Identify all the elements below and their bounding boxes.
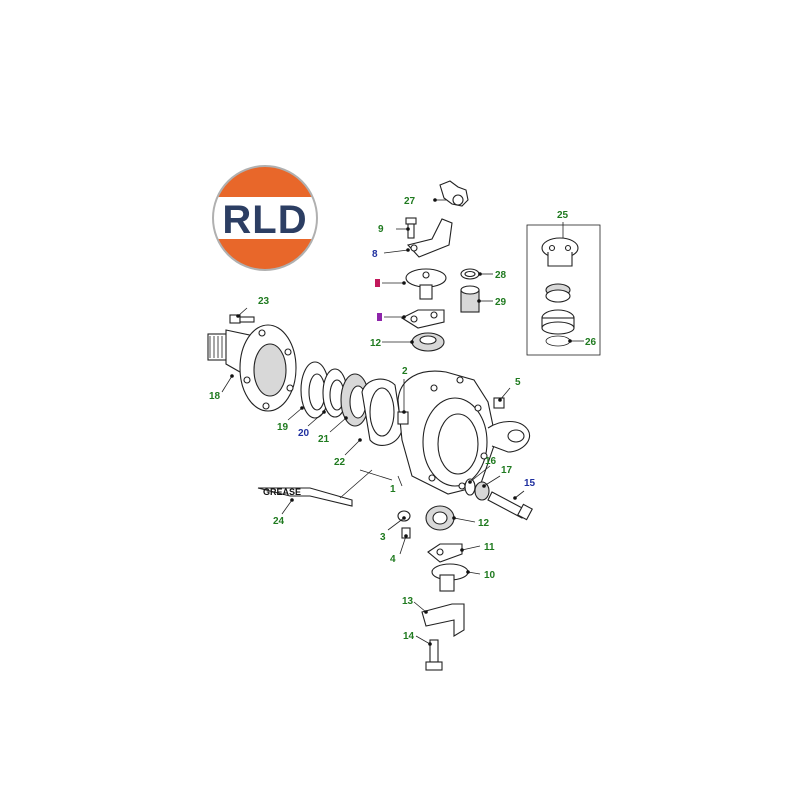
callout-labels: 1 2 3 4 5 8 9 10 11 12 12 13 14 15 16 17…	[209, 196, 597, 642]
logo-white-band	[213, 197, 317, 239]
part-10-lower-pin	[431, 563, 469, 592]
part-13-bracket	[421, 603, 465, 637]
kit-box-25	[526, 224, 601, 356]
part-16-washer	[464, 478, 476, 496]
part-5-plug	[493, 397, 505, 409]
grease-label: GREASE	[263, 487, 301, 497]
part-28-seal	[460, 268, 480, 280]
part-8-bracket	[406, 218, 453, 258]
callout-16: 16	[485, 456, 497, 467]
callout-29: 29	[495, 297, 507, 308]
grease-callout: GREASE	[257, 487, 353, 507]
callout-12-upper: 12	[370, 338, 382, 349]
callout-19: 19	[277, 422, 289, 433]
part-11-shim	[427, 543, 463, 563]
callout-12-lower: 12	[478, 518, 490, 529]
marker-6	[375, 279, 380, 287]
part-12-bearing-upper	[411, 332, 445, 352]
callout-28: 28	[495, 270, 507, 281]
part-19-seal	[300, 361, 330, 419]
part-25-swivel-kit	[541, 237, 579, 347]
logo-text: RLD	[222, 198, 307, 242]
callout-17: 17	[501, 465, 513, 476]
part-18-stub-axle	[207, 324, 297, 412]
part-27-clip	[439, 180, 469, 207]
logo-gray-ring	[212, 165, 318, 271]
callout-15: 15	[524, 478, 536, 489]
callout-8: 8	[372, 249, 378, 260]
part-23-bolt	[229, 314, 255, 324]
part-29-bush	[460, 285, 480, 313]
callout-5: 5	[515, 377, 521, 388]
callout-11: 11	[484, 542, 495, 553]
part-14-bolt	[425, 639, 443, 671]
part-17-nut	[474, 481, 490, 501]
leader-lines	[221, 199, 584, 645]
callout-26: 26	[585, 337, 597, 348]
callout-25: 25	[557, 210, 569, 221]
part-3-washer	[397, 510, 411, 522]
part-2-plug	[397, 411, 409, 425]
callout-9: 9	[378, 224, 384, 235]
callout-10: 10	[484, 570, 496, 581]
rld-logo: RLD	[212, 165, 318, 271]
part-15-bolt	[487, 491, 533, 521]
part-top-swivel-pin	[405, 268, 447, 300]
leader-dots	[230, 198, 572, 646]
grease-lines	[339, 469, 393, 499]
callout-3: 3	[380, 532, 386, 543]
callout-20: 20	[298, 428, 310, 439]
callout-21: 21	[318, 434, 330, 445]
callout-14: 14	[403, 631, 415, 642]
callout-13: 13	[402, 596, 414, 607]
part-9-bolt	[405, 217, 417, 239]
callout-2: 2	[402, 366, 408, 377]
callout-27: 27	[404, 196, 416, 207]
callout-18: 18	[209, 391, 221, 402]
part-1-swivel-housing	[397, 370, 530, 495]
callout-22: 22	[334, 457, 346, 468]
callout-24: 24	[273, 516, 285, 527]
callout-1: 1	[390, 484, 396, 495]
callout-23: 23	[258, 296, 270, 307]
part-22-gasket	[361, 378, 403, 446]
part-shim	[400, 309, 445, 329]
callout-4: 4	[390, 554, 396, 565]
marker-7	[377, 313, 382, 321]
part-12-bearing-lower	[425, 505, 455, 531]
part-4-plug	[401, 527, 411, 539]
